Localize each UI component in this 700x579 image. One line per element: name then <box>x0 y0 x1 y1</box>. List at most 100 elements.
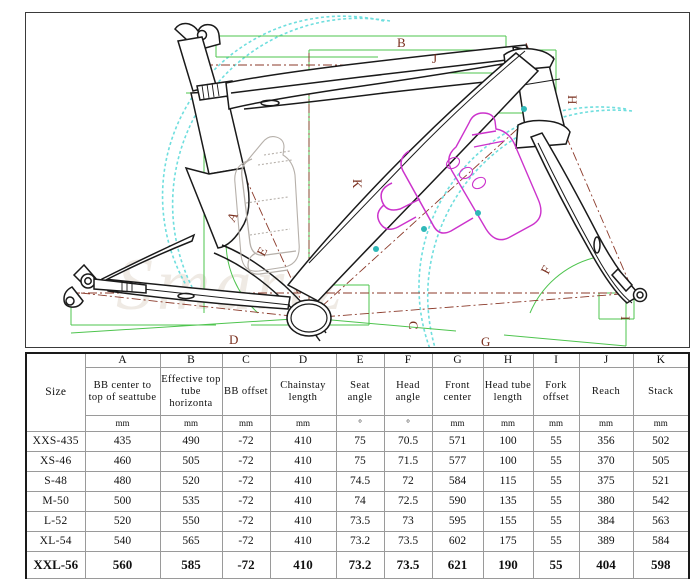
cell-E: 73.5 <box>335 511 385 532</box>
header-name-H: Head tube length <box>482 367 534 416</box>
cell-G: 571 <box>431 431 484 452</box>
cell-H: 175 <box>482 531 534 552</box>
cell-B: 490 <box>159 431 223 452</box>
cell-B: 535 <box>159 491 223 512</box>
cell-E: 75 <box>335 431 385 452</box>
header-name-K: Stack <box>632 367 690 416</box>
cell-C: -72 <box>221 551 271 579</box>
table-row: M-50 500 535 -72 410 74 72.5 590 135 55 … <box>25 491 690 512</box>
header-unit-I: mm <box>532 415 580 432</box>
header-letters-row: Size A B C D E F G H I J K <box>25 352 690 432</box>
cell-B: 565 <box>159 531 223 552</box>
label-I: I <box>618 316 633 320</box>
cell-J: 380 <box>578 491 634 512</box>
cell-C: -72 <box>221 451 271 472</box>
cell-H: 155 <box>482 511 534 532</box>
row-size: S-48 <box>25 471 86 492</box>
bottle-seat-tube <box>234 136 300 272</box>
label-K: K <box>350 179 365 189</box>
frame-geometry-diagram: Smartz <box>25 12 690 348</box>
row-size: XS-46 <box>25 451 86 472</box>
header-unit-D: mm <box>269 415 337 432</box>
cell-A: 560 <box>84 551 161 579</box>
cell-C: -72 <box>221 491 271 512</box>
cell-D: 410 <box>269 451 337 472</box>
cell-F: 73.5 <box>383 551 433 579</box>
cell-J: 384 <box>578 511 634 532</box>
label-B: B <box>397 35 406 50</box>
cell-G: 590 <box>431 491 484 512</box>
header-units-row: mm mm mm mm ° ° mm mm mm mm mm <box>26 415 690 432</box>
row-size: XXS-435 <box>25 431 86 452</box>
header-unit-F: ° <box>383 415 433 432</box>
cell-D: 410 <box>269 491 337 512</box>
cell-B: 550 <box>159 511 223 532</box>
header-name-A: BB center to top of seattube <box>84 367 161 416</box>
cell-J: 404 <box>578 551 634 579</box>
label-E: E <box>253 244 270 258</box>
cell-H: 190 <box>482 551 534 579</box>
cell-I: 55 <box>532 471 580 492</box>
header-unit-A: mm <box>84 415 161 432</box>
cell-J: 356 <box>578 431 634 452</box>
table-row: L-52 520 550 -72 410 73.5 73 595 155 55 … <box>25 511 690 532</box>
cell-D: 410 <box>269 551 337 579</box>
header-name-C: BB offset <box>221 367 271 416</box>
cell-E: 74 <box>335 491 385 512</box>
cell-G: 602 <box>431 531 484 552</box>
cell-I: 55 <box>532 551 580 579</box>
header-name-E: Seat angle <box>335 367 385 416</box>
cell-A: 435 <box>84 431 161 452</box>
cell-E: 75 <box>335 451 385 472</box>
header-size-label: Size <box>45 386 67 398</box>
header-unit-K: mm <box>632 415 690 432</box>
cell-F: 73 <box>383 511 433 532</box>
cell-I: 55 <box>532 531 580 552</box>
header-name-G: Front center <box>431 367 484 416</box>
geometry-spec-table: Size A B C D E F G H I J K BB center to … <box>25 352 690 579</box>
header-letter-D: D <box>269 352 337 368</box>
header-letter-C: C <box>221 352 271 368</box>
cell-C: -72 <box>221 511 271 532</box>
cell-A: 460 <box>84 451 161 472</box>
cell-F: 72.5 <box>383 491 433 512</box>
label-H: H <box>565 95 580 104</box>
cell-K: 563 <box>632 511 690 532</box>
cell-G: 595 <box>431 511 484 532</box>
cell-I: 55 <box>532 431 580 452</box>
cell-A: 540 <box>84 531 161 552</box>
row-size: XXL-56 <box>25 551 86 579</box>
header-letter-E: E <box>335 352 385 368</box>
cell-A: 500 <box>84 491 161 512</box>
cell-J: 375 <box>578 471 634 492</box>
label-G: G <box>481 334 490 347</box>
bottle-cage-seat-tube <box>241 158 297 275</box>
header-name-J: Reach <box>578 367 634 416</box>
label-D: D <box>229 332 238 347</box>
header-unit-H: mm <box>482 415 534 432</box>
cell-J: 370 <box>578 451 634 472</box>
row-size: L-52 <box>25 511 86 532</box>
cell-A: 480 <box>84 471 161 492</box>
header-name-D: Chainstay length <box>269 367 337 416</box>
cell-E: 73.2 <box>335 531 385 552</box>
cell-K: 598 <box>632 551 690 579</box>
cell-B: 505 <box>159 451 223 472</box>
table-row: XXL-56 560 585 -72 410 73.2 73.5 621 190… <box>25 551 690 579</box>
bottle-cage-down-tube <box>377 150 474 234</box>
cell-K: 542 <box>632 491 690 512</box>
cell-H: 135 <box>482 491 534 512</box>
cage-bolts <box>373 106 527 252</box>
header-unit-E: ° <box>335 415 385 432</box>
header-name-F: Head angle <box>383 367 433 416</box>
header-letter-B: B <box>159 352 223 368</box>
header-letter-G: G <box>431 352 484 368</box>
cell-B: 520 <box>159 471 223 492</box>
cell-C: -72 <box>221 471 271 492</box>
cell-D: 410 <box>269 531 337 552</box>
header-letter-H: H <box>482 352 534 368</box>
cell-F: 70.5 <box>383 431 433 452</box>
header-unit-B: mm <box>159 415 223 432</box>
cell-I: 55 <box>532 451 580 472</box>
cell-A: 520 <box>84 511 161 532</box>
